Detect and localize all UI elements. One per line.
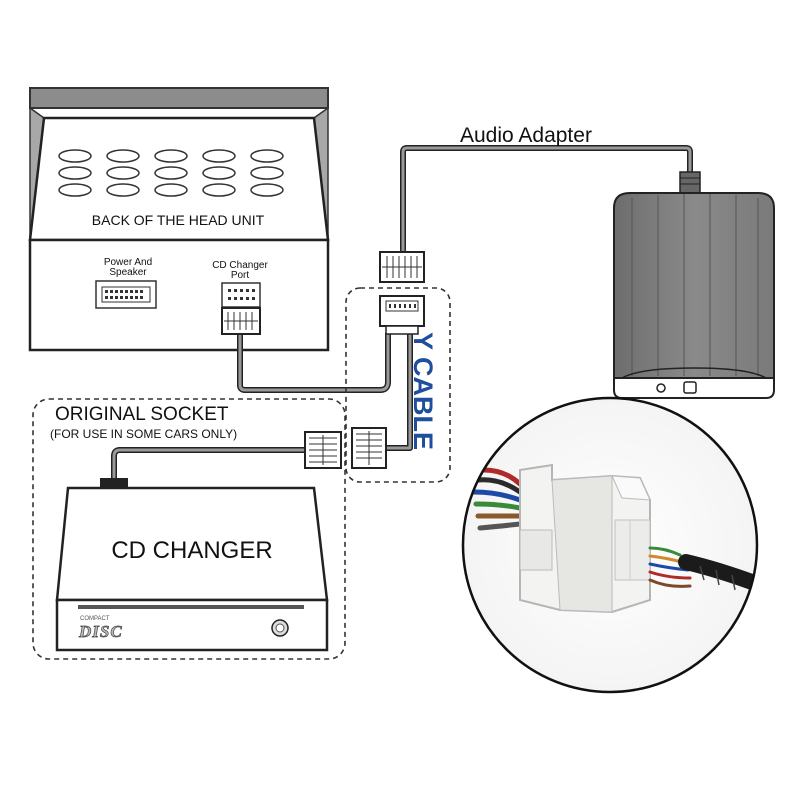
compact-disc-logo-small: COMPACT <box>80 616 110 622</box>
original-socket-title: ORIGINAL SOCKET <box>55 404 229 425</box>
cd-changer-port <box>221 282 261 308</box>
y-cable-female-plug <box>379 295 425 335</box>
y-cable-male-plug <box>379 251 425 283</box>
audio-adapter-label: Audio Adapter <box>460 124 592 147</box>
cd-port-label-1: CD Changer <box>212 260 268 271</box>
original-socket-group: ORIGINAL SOCKET (FOR USE IN SOME CARS ON… <box>32 398 346 660</box>
vent-holes <box>58 149 284 197</box>
head-unit-plug <box>221 307 261 335</box>
compact-disc-logo: DISC <box>78 622 123 641</box>
power-speaker-label-2: Speaker <box>109 267 147 278</box>
cd-changer-label: CD CHANGER <box>111 537 272 564</box>
power-speaker-label-1: Power And <box>104 257 152 268</box>
connector-photo <box>461 396 759 694</box>
y-cable-socket-plug <box>351 427 387 469</box>
head-unit: BACK OF THE HEAD UNIT Power And Speaker … <box>28 87 330 352</box>
head-unit-label: BACK OF THE HEAD UNIT <box>92 212 265 228</box>
audio-adapter: Audio Adapter <box>460 124 775 399</box>
y-cable-label: Y CABLE <box>408 332 438 450</box>
cables <box>111 145 693 483</box>
y-cable-group: Y CABLE <box>345 251 451 483</box>
cd-changer: CD CHANGER COMPACT DISC <box>55 478 329 652</box>
cd-port-label-2: Port <box>231 270 250 281</box>
original-socket-note: (FOR USE IN SOME CARS ONLY) <box>50 427 237 441</box>
power-speaker-connector <box>95 280 157 309</box>
socket-plug <box>304 431 342 469</box>
